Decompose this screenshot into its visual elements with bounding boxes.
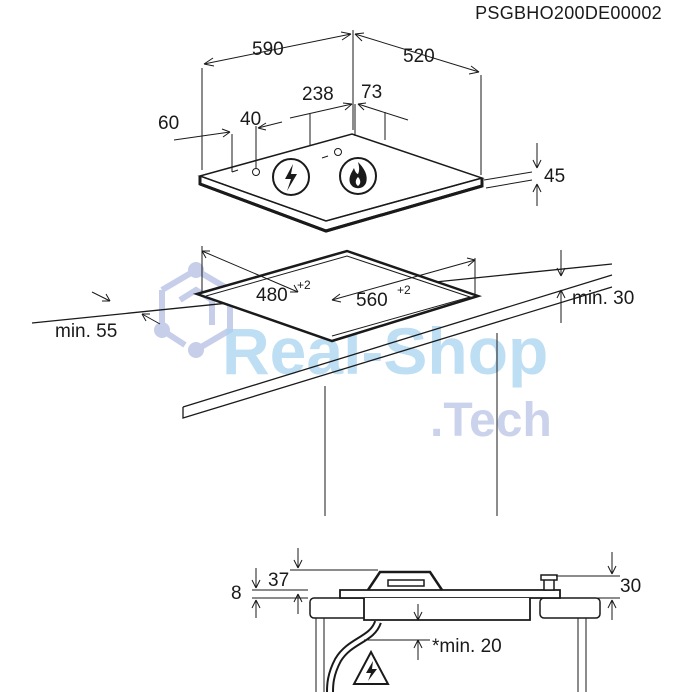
dimension-37: 37 [268,570,289,591]
dimension-min-55: min. 55 [55,321,117,342]
dimension-73: 73 [361,82,382,103]
dimension-238-73 [289,102,409,145]
lightning-icon [272,158,310,196]
watermark-line2: .Tech [430,394,552,447]
dimension-8: 8 [231,583,242,604]
watermark-line1: Real-Shop [222,314,548,388]
dimension-height-45 [483,143,542,206]
dimension-width-depth [201,30,482,175]
dimension-8-37 [251,548,378,618]
cross-section [309,570,601,692]
dimension-238: 238 [302,84,334,105]
dimension-45: 45 [544,166,565,187]
dimension-cutout [201,246,476,303]
dimension-480: 480 [256,285,288,306]
dimension-30 [556,552,620,620]
dimension-590: 590 [252,39,284,60]
dimension-30: 30 [620,576,641,597]
dimension-560-tolerance: +2 [397,283,411,297]
watermark: Real-Shop .Tech [154,262,552,447]
dimension-60-40 [173,121,283,172]
dimension-40: 40 [240,109,261,130]
dimension-560: 560 [356,290,388,311]
dimension-min-55 [91,291,161,325]
electric-warning-icon [352,649,390,685]
dimension-480-tolerance: +2 [297,278,311,292]
dimension-min-30: min. 30 [572,288,634,309]
document-code: PSGBHO200DE00002 [475,3,662,23]
dimension-min-20: *min. 20 [432,636,502,657]
dimension-60: 60 [158,113,179,134]
dimension-520: 520 [403,46,435,67]
watermark-hex-logo [154,262,233,358]
flame-icon [339,157,377,195]
dimension-min-30 [556,250,566,323]
